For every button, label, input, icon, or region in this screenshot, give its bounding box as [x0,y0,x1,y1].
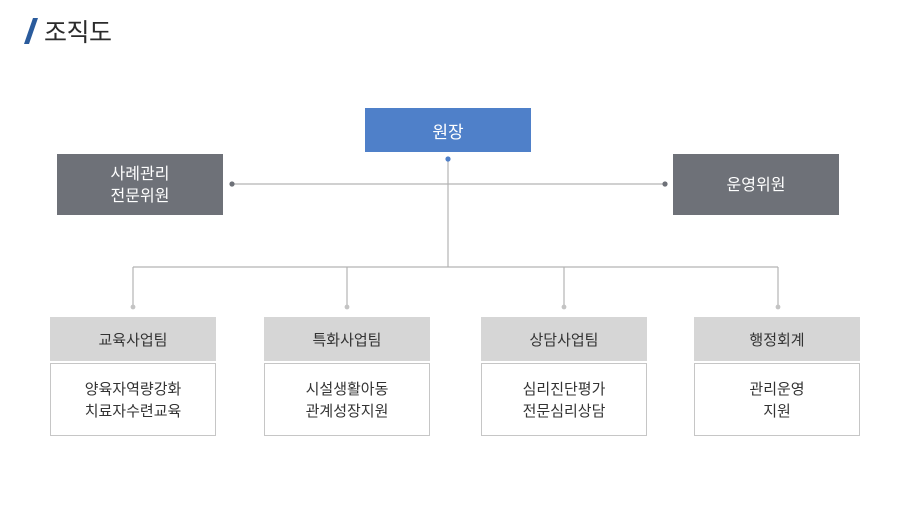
case-management-advisory-box: 사례관리 전문위원 [57,154,223,215]
team-header: 행정회계 [694,317,860,361]
team-duty: 치료자수련교육 [84,401,182,420]
team-duties: 관리운영 지원 [694,363,860,436]
team-duty: 시설생활아동 [305,379,389,398]
team-duties: 양육자역량강화 치료자수련교육 [50,363,216,436]
team-duties: 시설생활아동 관계성장지원 [264,363,430,436]
team-connector-dot [344,304,350,310]
director-box: 원장 [365,108,531,152]
team-header: 상담사업팀 [481,317,647,361]
team-education: 교육사업팀 양육자역량강화 치료자수련교육 [50,317,216,436]
page-title-text: 조직도 [44,18,112,47]
team-administration: 행정회계 관리운영 지원 [694,317,860,436]
team-header: 특화사업팀 [264,317,430,361]
team-connector-dot [130,304,136,310]
team-special: 특화사업팀 시설생활아동 관계성장지원 [264,317,430,436]
operating-committee-box: 운영위원 [673,154,839,215]
team-connector-dot [775,304,781,310]
team-duty: 지원 [763,401,791,420]
team-duty: 관계성장지원 [305,401,389,420]
team-duty: 양육자역량강화 [84,379,182,398]
left-connector-dot [229,181,235,187]
team-duty: 전문심리상담 [522,401,606,420]
team-duty: 관리운영 [749,379,805,398]
team-duty: 심리진단평가 [522,379,606,398]
page-title: 조직도 [24,14,112,48]
director-connector-dot [445,156,451,162]
team-header: 교육사업팀 [50,317,216,361]
team-counseling: 상담사업팀 심리진단평가 전문심리상담 [481,317,647,436]
team-connector-dot [561,304,567,310]
advisory-left-line2: 전문위원 [110,185,170,205]
team-duties: 심리진단평가 전문심리상담 [481,363,647,436]
right-connector-dot [662,181,668,187]
advisory-left-line1: 사례관리 [110,163,170,183]
slash-accent-icon [24,18,38,44]
